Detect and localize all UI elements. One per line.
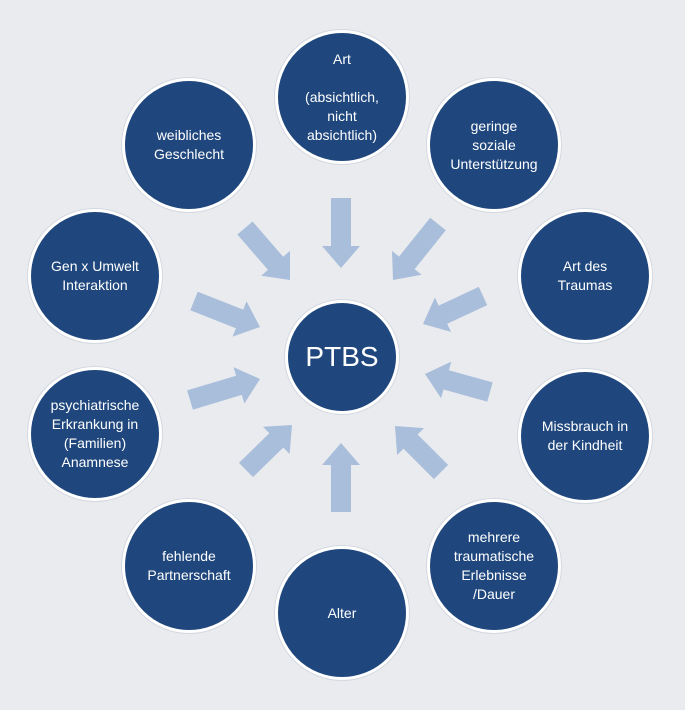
center-node-ptbs: PTBS <box>285 300 399 414</box>
arrow-weibliches-geschlecht <box>237 221 290 280</box>
node-weibliches-geschlecht: weibliches Geschlecht <box>122 78 256 212</box>
arrow-fehlende-partnerschaft <box>239 425 292 478</box>
node-label: geringe soziale Unterstützung <box>450 117 538 172</box>
node-label: Art des Traumas <box>557 258 613 293</box>
node-label: Missbrauch in der Kindheit <box>541 418 629 453</box>
node-label: Gen x Umwelt Interaktion <box>51 258 139 293</box>
node-mehrere-traumatische-erlebnisse: mehrere traumatische Erlebnisse /Dauer <box>427 499 561 633</box>
arrow-mehrere-traumatische-erlebnisse <box>395 426 449 480</box>
node-label: weibliches Geschlecht <box>153 127 225 162</box>
node-label: Alter <box>327 604 357 621</box>
node-alter: Alter <box>275 546 409 680</box>
arrow-alter <box>322 443 360 512</box>
arrow-art <box>322 198 360 268</box>
arrow-geringe-soziale-unterstuetzung <box>392 217 446 280</box>
arrow-missbrauch-in-der-kindheit <box>425 361 493 402</box>
arrow-psychiatrische-erkrankung <box>187 367 260 410</box>
node-missbrauch-in-der-kindheit: Missbrauch in der Kindheit <box>518 369 652 503</box>
node-label: mehrere traumatische Erlebnisse /Dauer <box>453 529 535 602</box>
node-art: Art (absichtlich, nicht absichtlich) <box>275 30 409 164</box>
center-label: PTBS <box>305 341 379 372</box>
arrow-art-des-traumas <box>423 286 488 332</box>
node-label: psychiatrische Erkrankung in (Familien) … <box>50 397 140 470</box>
node-label: Art (absichtlich, nicht absichtlich) <box>305 50 379 143</box>
node-gen-x-umwelt-interaktion: Gen x Umwelt Interaktion <box>28 209 162 343</box>
arrow-gen-x-umwelt-interaktion <box>190 291 260 337</box>
node-fehlende-partnerschaft: fehlende Partnerschaft <box>122 499 256 633</box>
node-art-des-traumas: Art des Traumas <box>518 209 652 343</box>
node-label: fehlende Partnerschaft <box>147 548 231 583</box>
node-geringe-soziale-unterstuetzung: geringe soziale Unterstützung <box>427 78 561 212</box>
node-psychiatrische-erkrankung: psychiatrische Erkrankung in (Familien) … <box>28 367 162 501</box>
